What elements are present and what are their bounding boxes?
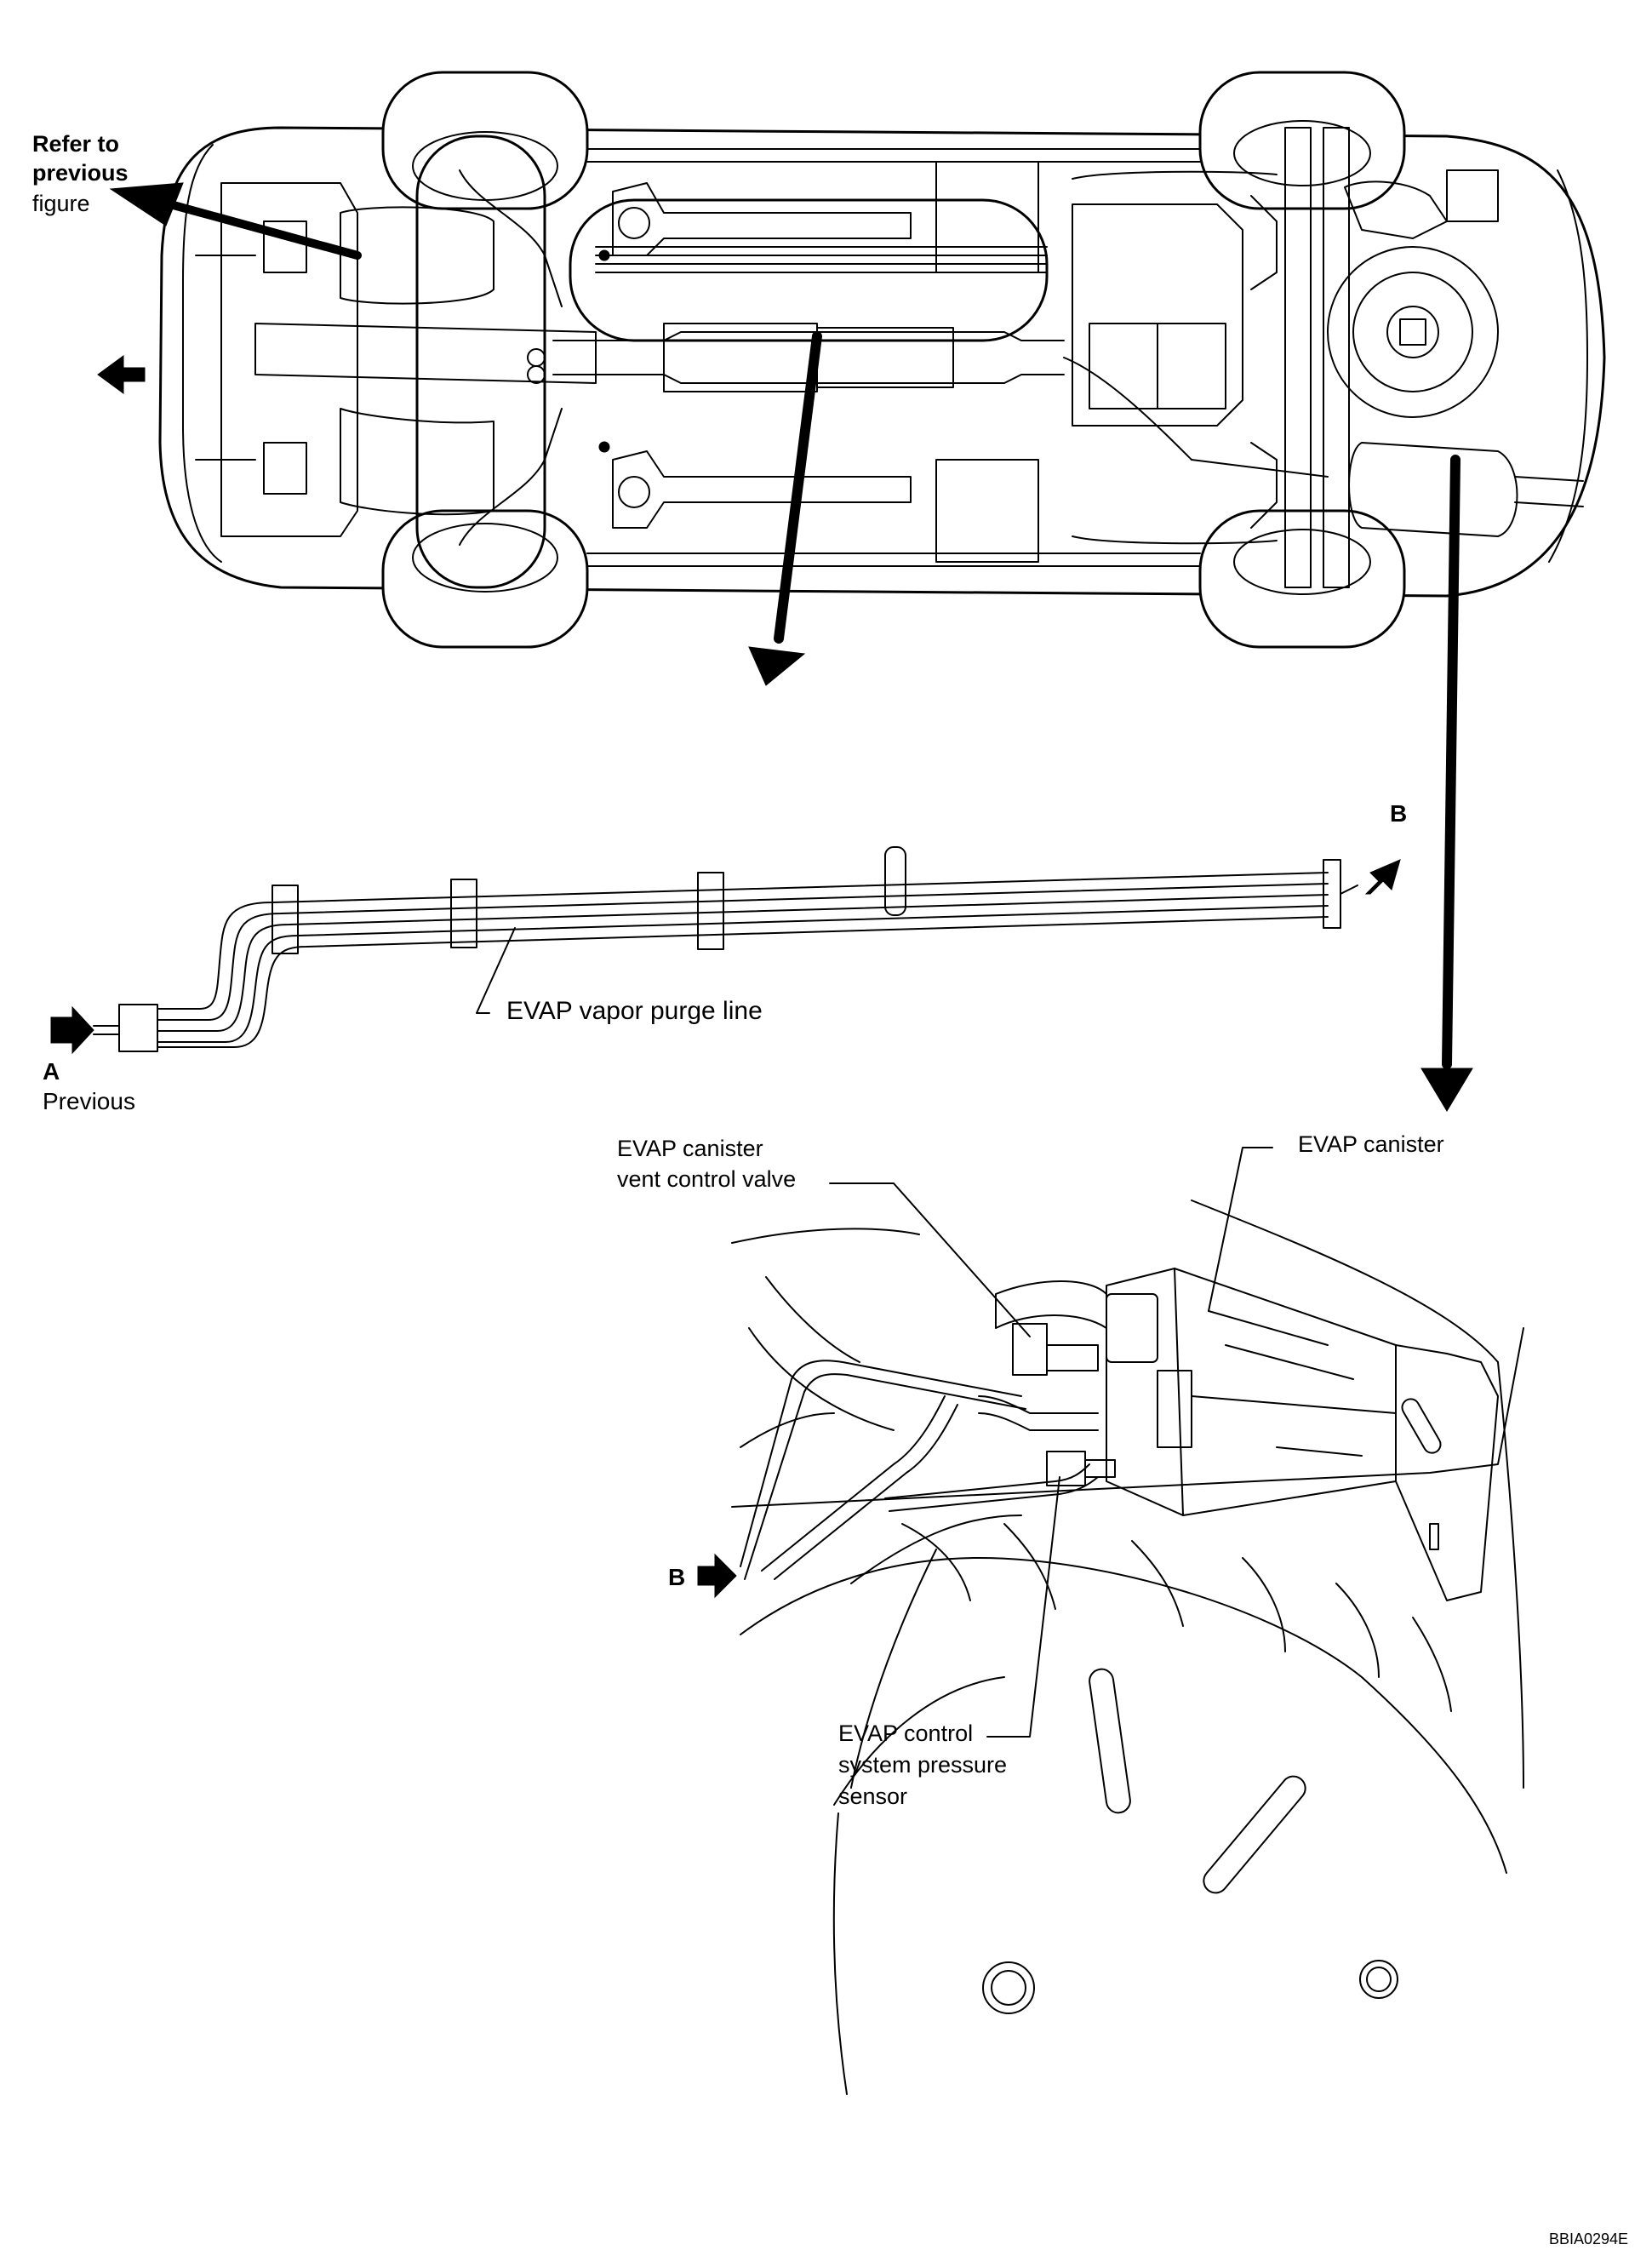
purge-detail-arrowhead: [748, 646, 806, 686]
sensor-label-line1: EVAP control: [838, 1721, 973, 1746]
purge-line-label: EVAP vapor purge line: [506, 997, 763, 1025]
previous-label: Previous: [43, 1088, 135, 1114]
sensor-label-line3: sensor: [838, 1784, 907, 1809]
front-right-tire: [381, 509, 589, 649]
figure-code: BBIA0294E: [1549, 2230, 1628, 2247]
vehicle-underbody: [158, 71, 1606, 649]
vent-valve-label-line1: EVAP canister: [617, 1136, 763, 1161]
callout-arrows: [97, 182, 1473, 1112]
text-labels: Refer to previous figure EVAP vapor purg…: [32, 131, 1628, 2247]
point-b-bottom-arrow: [697, 1553, 737, 1599]
refer-label-line1: Refer to: [32, 131, 119, 157]
canister-detail-arrowhead: [1420, 1068, 1473, 1112]
canister-detail-arrow-line: [1442, 455, 1461, 1069]
canister-leader: [1208, 1147, 1273, 1312]
canister-detail: [697, 1147, 1524, 2095]
purge-detail-arrow-line: [774, 331, 822, 644]
vent-valve-leader: [829, 1182, 1031, 1337]
sensor-leader: [986, 1476, 1060, 1738]
point-a-arrow: [50, 1005, 94, 1055]
canister-label: EVAP canister: [1298, 1131, 1444, 1157]
point-b-top-arrow: [1364, 859, 1401, 895]
refer-label-line3: figure: [32, 191, 90, 216]
sensor-label-line2: system pressure: [838, 1752, 1007, 1778]
rear-left-tire: [1198, 71, 1406, 210]
rear-right-tire: [1198, 509, 1406, 649]
point-a-label: A: [43, 1058, 60, 1085]
refer-arrowhead: [109, 182, 184, 226]
refer-label-line2: previous: [32, 160, 129, 186]
vent-valve-label-line2: vent control valve: [617, 1166, 796, 1192]
point-b-top-label: B: [1390, 800, 1407, 827]
front-direction-arrow: [97, 355, 146, 394]
point-b-bottom-label: B: [668, 1564, 685, 1590]
refer-arrow-line: [166, 200, 362, 260]
purge-line-detail: [50, 846, 1401, 1055]
front-left-tire: [381, 71, 589, 210]
